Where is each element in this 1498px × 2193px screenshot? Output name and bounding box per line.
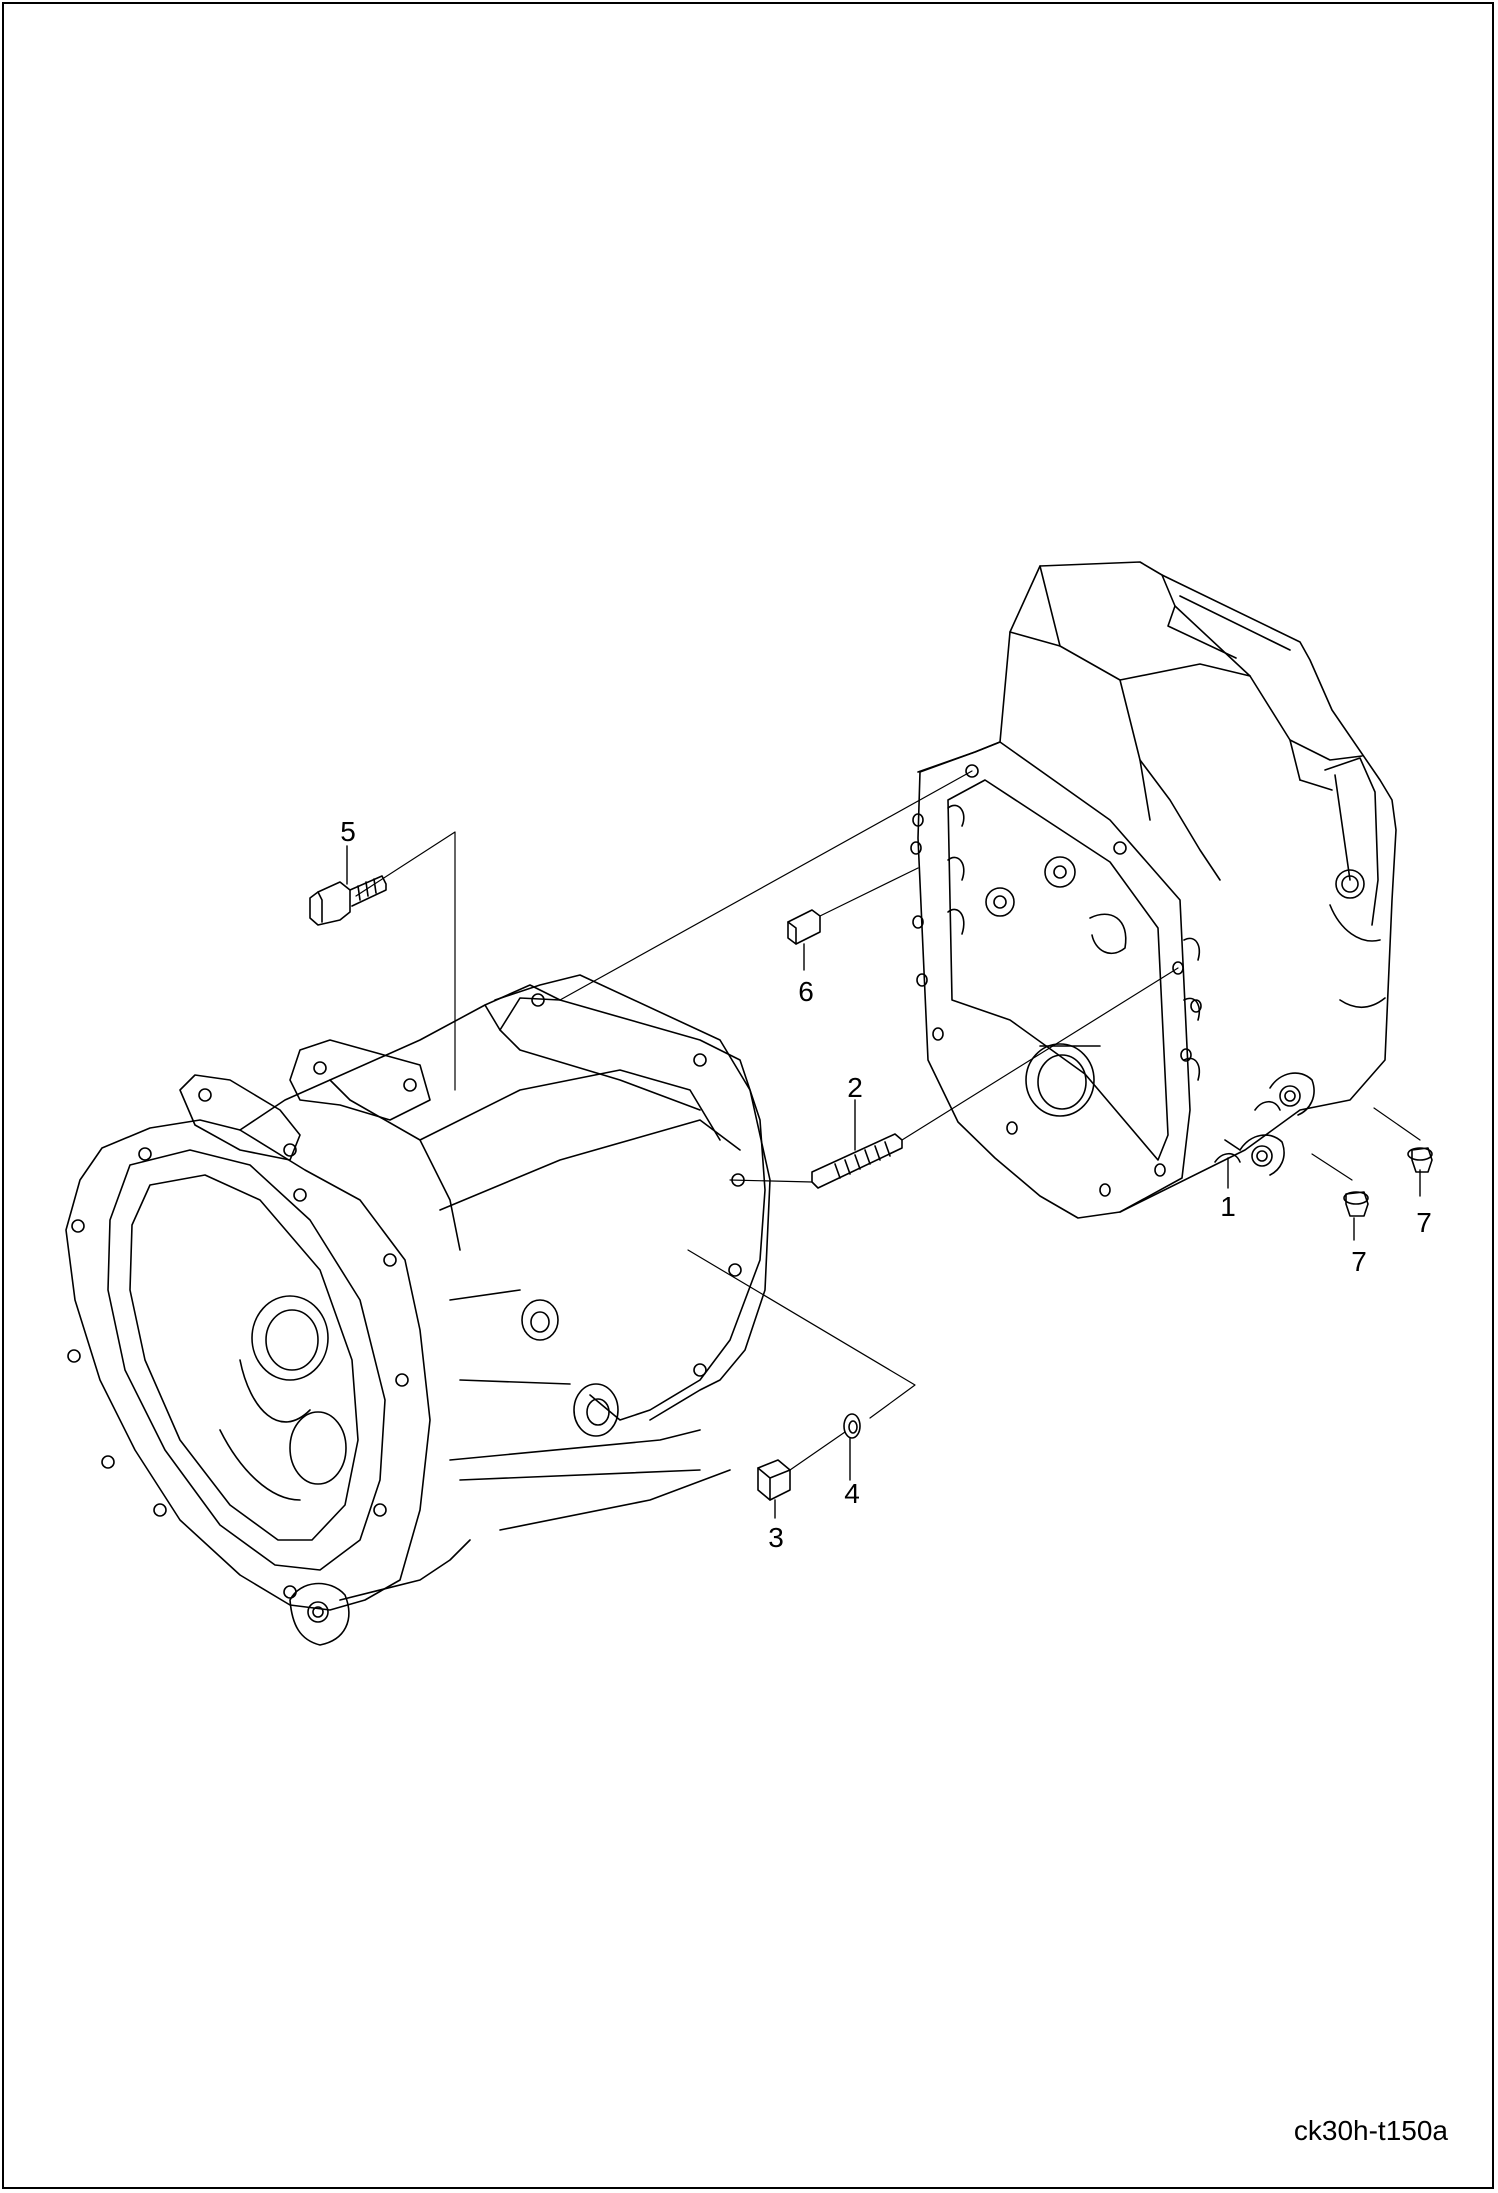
callout-7-upper: 7 xyxy=(1416,1207,1432,1238)
lock-washer-part-4 xyxy=(844,1414,860,1438)
drawing-id: ck30h-t150a xyxy=(1293,2115,1448,2146)
callout-6: 6 xyxy=(798,976,814,1007)
callout-2: 2 xyxy=(847,1072,863,1103)
callout-leaders xyxy=(347,846,1420,1518)
plug-part-7-upper xyxy=(1408,1148,1432,1172)
front-transmission-housing xyxy=(66,975,770,1645)
bolt-part-5 xyxy=(310,876,386,925)
callout-7-lower: 7 xyxy=(1351,1246,1367,1277)
nut-part-3 xyxy=(758,1460,790,1500)
dowel-pin-part-6 xyxy=(788,910,820,944)
callout-5: 5 xyxy=(340,816,356,847)
rear-housing-part-1 xyxy=(911,562,1396,1218)
assembly-lines xyxy=(356,771,1420,1470)
callout-1: 1 xyxy=(1220,1191,1236,1222)
stud-part-2 xyxy=(812,1134,902,1188)
callout-4: 4 xyxy=(844,1478,860,1509)
plug-part-7-lower xyxy=(1344,1192,1368,1216)
callout-3: 3 xyxy=(768,1522,784,1553)
